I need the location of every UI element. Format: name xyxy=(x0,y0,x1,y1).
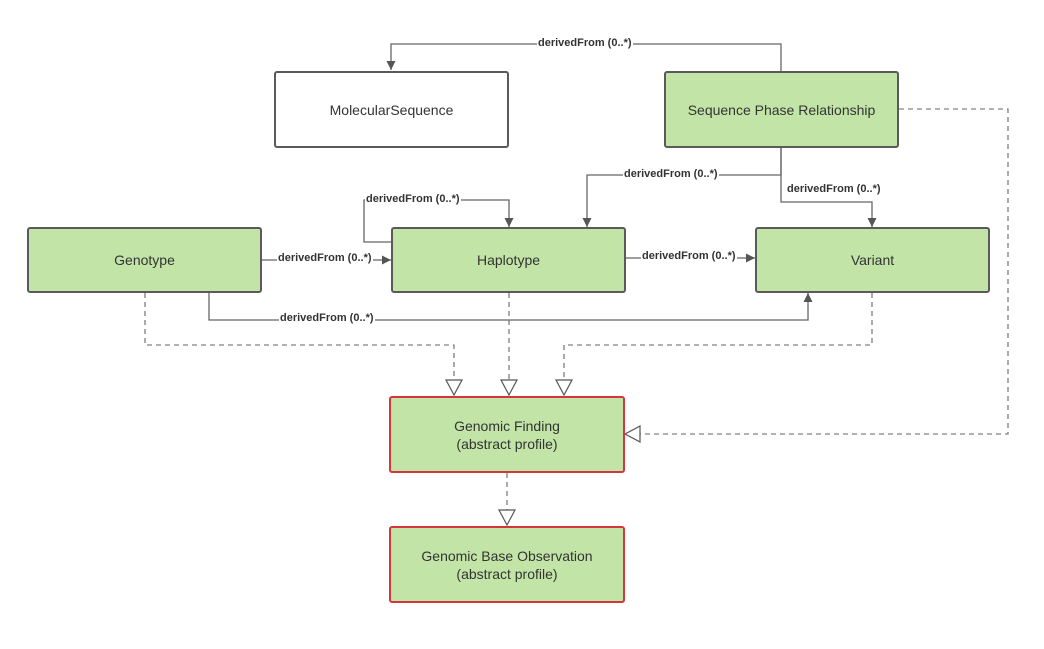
generalization-arrowhead xyxy=(445,379,463,397)
node-genotype[interactable]: Genotype xyxy=(27,227,262,293)
generalization-arrowhead xyxy=(623,425,641,443)
generalization-arrowhead xyxy=(500,379,518,397)
node-genomic-finding[interactable]: Genomic Finding (abstract profile) xyxy=(389,396,625,473)
node-title: Haplotype xyxy=(476,252,541,268)
node-genomic-base-observation[interactable]: Genomic Base Observation (abstract profi… xyxy=(389,526,625,603)
edge-label-spr-to-variant: derivedFrom (0..*) xyxy=(786,183,882,196)
node-title: Genomic Finding xyxy=(454,417,560,434)
edge-label-spr-to-molseq: derivedFrom (0..*) xyxy=(537,37,633,50)
node-haplotype[interactable]: Haplotype xyxy=(391,227,626,293)
node-title: MolecularSequence xyxy=(329,101,454,118)
edge-haplotype-self xyxy=(363,199,514,243)
generalization-variant xyxy=(563,293,873,380)
generalization-arrowhead xyxy=(498,509,516,527)
edge-label-haplotype-self: derivedFrom (0..*) xyxy=(365,193,461,206)
node-subtitle: (abstract profile) xyxy=(456,435,558,452)
edge-spr-to-variant xyxy=(780,148,877,227)
node-subtitle: (abstract profile) xyxy=(456,565,558,582)
edge-spr-to-haplotype xyxy=(582,148,782,227)
node-molecular-sequence[interactable]: MolecularSequence xyxy=(274,71,509,148)
node-variant[interactable]: Variant xyxy=(755,227,990,293)
generalization-arrowhead xyxy=(555,379,573,397)
node-title: Sequence Phase Relationship xyxy=(687,101,876,118)
edge-label-genotype-to-variant: derivedFrom (0..*) xyxy=(279,312,375,325)
edge-label-genotype-to-haplotype: derivedFrom (0..*) xyxy=(277,252,373,265)
node-sequence-phase-relationship[interactable]: Sequence Phase Relationship xyxy=(664,71,899,148)
edge-label-haplotype-to-variant: derivedFrom (0..*) xyxy=(641,250,737,263)
node-title: Genomic Base Observation xyxy=(421,547,593,564)
generalization-spr xyxy=(640,108,1009,435)
node-title: Genotype xyxy=(114,252,175,268)
generalization-genotype xyxy=(144,293,455,380)
edge-label-spr-to-haplotype: derivedFrom (0..*) xyxy=(623,168,719,181)
node-title: Variant xyxy=(850,252,895,268)
